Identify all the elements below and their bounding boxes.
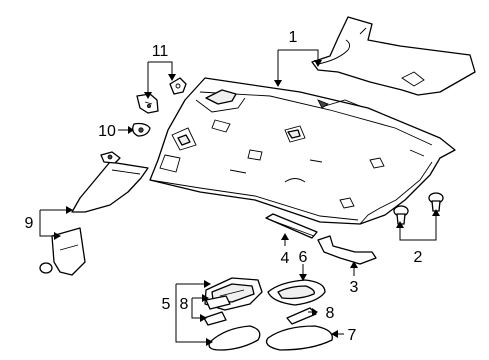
callout-9: 9 (25, 215, 34, 232)
sun-visor-holder (39, 227, 86, 276)
bracket-strip (317, 235, 377, 265)
callout-3: 3 (350, 279, 359, 296)
callout-1: 1 (289, 29, 298, 46)
bulb-left-upper (205, 295, 231, 310)
clip-part (132, 122, 151, 137)
push-pin-right (428, 192, 444, 212)
bracket-upper (169, 77, 187, 95)
callout-6: 6 (299, 249, 308, 266)
callout-8-left: 8 (180, 296, 189, 313)
bulb-left-lower (203, 311, 227, 326)
console-panel (265, 213, 318, 239)
callout-4: 4 (281, 250, 290, 267)
leader-lines (39, 49, 440, 346)
callout-8-right: 8 (326, 305, 335, 322)
callout-7: 7 (348, 327, 357, 344)
bulb-right (286, 307, 317, 325)
callout-2: 2 (414, 249, 423, 266)
callout-labels: 1 11 10 9 2 3 4 6 8 7 5 8 (25, 29, 423, 344)
headliner-panel (149, 77, 456, 225)
callout-11: 11 (152, 43, 169, 60)
dome-lamp (267, 279, 326, 306)
sun-visor (71, 151, 149, 213)
lens-right (265, 325, 334, 351)
rear-insulator-pad (311, 16, 476, 96)
push-pin-left (393, 205, 409, 225)
callout-10: 10 (98, 123, 116, 140)
callout-5: 5 (162, 296, 171, 313)
lens-left (208, 325, 261, 351)
